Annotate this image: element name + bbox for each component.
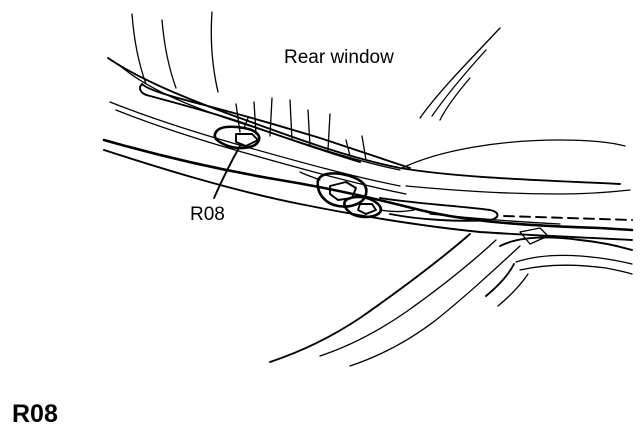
trim-hatching	[235, 97, 367, 161]
page-label: R08	[12, 400, 58, 428]
rear-window-glass	[401, 27, 626, 169]
r08-callout-label: R08	[190, 204, 225, 225]
roof-panel	[107, 11, 621, 185]
dashed-edge	[429, 213, 633, 225]
cowl-panel	[102, 101, 634, 241]
r08-leader-line	[213, 145, 241, 199]
connector-assembly	[299, 171, 415, 219]
r08-connector-small	[213, 117, 261, 150]
rear-window-label: Rear window	[284, 47, 394, 68]
trunk-lid-frame	[269, 227, 633, 367]
upper-trim-strip	[139, 83, 411, 169]
